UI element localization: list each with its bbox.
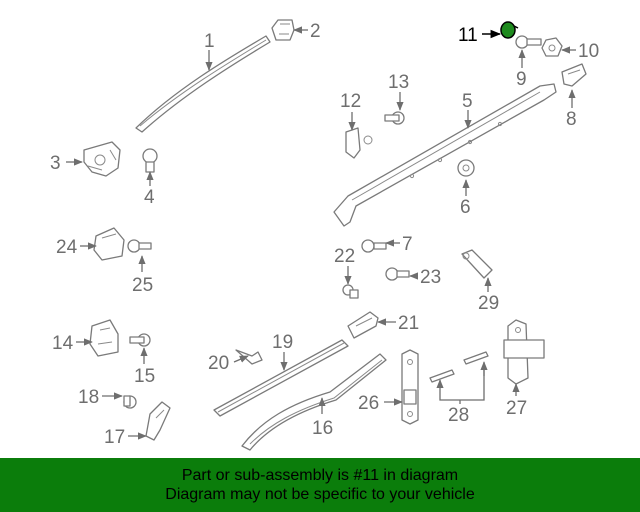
part-19-strip — [213, 339, 349, 417]
part-6-grommet — [457, 159, 475, 177]
part-14-bracket — [89, 319, 119, 357]
callout-15: 15 — [134, 366, 155, 387]
callout-labels: 1 2 3 4 5 6 7 8 9 10 11 12 13 14 15 16 1… — [50, 21, 599, 448]
callout-14: 14 — [52, 333, 74, 354]
part-26-striker — [401, 349, 419, 425]
callout-11: 11 — [458, 25, 478, 46]
callout-17: 17 — [104, 427, 125, 448]
callout-1: 1 — [204, 31, 215, 52]
part-21-clip — [347, 311, 379, 339]
part-12-bracket — [345, 127, 373, 159]
part-20-clip — [235, 349, 263, 365]
callout-27: 27 — [506, 398, 527, 419]
callout-9: 9 — [516, 69, 527, 90]
notice-banner: Part or sub-assembly is #11 in diagram D… — [0, 458, 640, 512]
part-4-screw — [142, 148, 158, 173]
callout-7: 7 — [402, 234, 413, 255]
part-29-bolt — [461, 249, 493, 279]
callout-5: 5 — [462, 91, 473, 112]
callout-2: 2 — [310, 21, 321, 42]
callout-20: 20 — [208, 353, 229, 374]
part-9-bolt — [515, 35, 542, 49]
callout-4: 4 — [144, 187, 155, 208]
part-2-clip — [271, 19, 295, 41]
callout-6: 6 — [460, 197, 471, 218]
part-17-bracket — [145, 401, 171, 441]
callout-12: 12 — [340, 91, 361, 112]
callout-23: 23 — [420, 267, 441, 288]
part-28-pins — [429, 351, 489, 383]
callout-13: 13 — [388, 72, 409, 93]
part-24-bracket — [93, 227, 125, 261]
part-8-clip — [561, 63, 587, 87]
leader-lines — [66, 26, 576, 440]
callout-22: 22 — [334, 246, 355, 267]
banner-line-1: Part or sub-assembly is #11 in diagram — [181, 467, 459, 484]
part-27-latch — [503, 319, 545, 385]
part-5-sill-molding — [333, 83, 557, 227]
part-13-bolt — [384, 111, 405, 125]
callout-8: 8 — [566, 109, 577, 130]
callout-29: 29 — [478, 293, 499, 314]
callout-19: 19 — [272, 332, 293, 353]
part-7-screw — [361, 239, 387, 253]
banner-line-2: Diagram may not be specific to your vehi… — [165, 486, 475, 503]
parts-diagram: 1 2 3 4 5 6 7 8 9 10 11 12 13 14 15 16 1… — [50, 19, 599, 451]
callout-3: 3 — [50, 153, 61, 174]
callout-18: 18 — [78, 387, 99, 408]
callout-21: 21 — [398, 313, 419, 334]
callout-25: 25 — [132, 275, 153, 296]
part-10-nut — [541, 37, 563, 57]
part-1-molding — [135, 35, 271, 133]
part-11-cap — [500, 21, 519, 39]
part-25-screw — [127, 239, 152, 253]
callout-10: 10 — [578, 41, 599, 62]
part-23-clip — [385, 267, 410, 281]
callout-16: 16 — [312, 418, 333, 439]
callout-26: 26 — [358, 393, 379, 414]
part-18-pin — [123, 395, 137, 409]
part-22-bolt — [342, 284, 359, 299]
callout-28: 28 — [448, 405, 469, 426]
part-16-lower-molding — [241, 353, 387, 451]
part-3-bracket — [83, 141, 121, 177]
callout-24: 24 — [56, 237, 78, 258]
part-15-screw — [129, 333, 151, 347]
